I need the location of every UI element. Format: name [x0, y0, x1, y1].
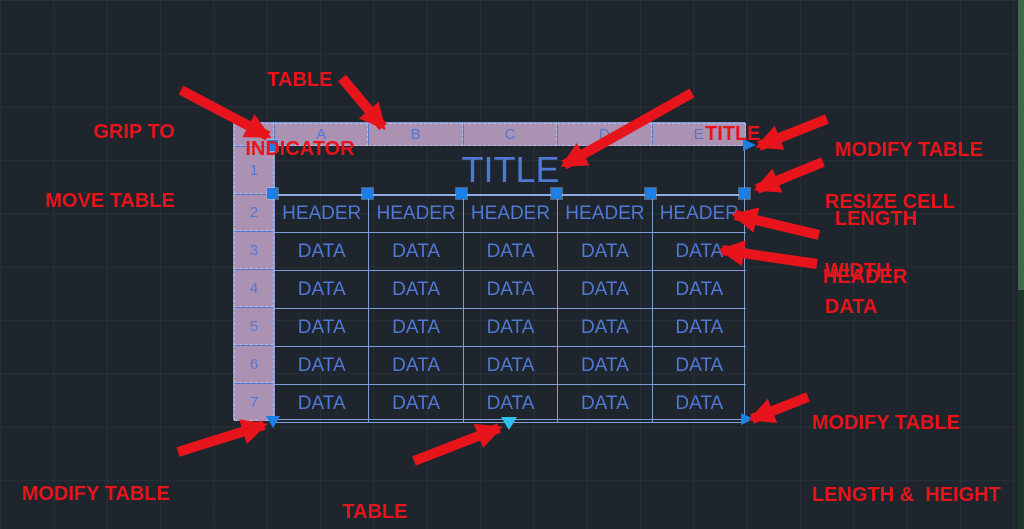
scrollbar-thumb[interactable]: [1018, 0, 1024, 290]
column-boundary-grip[interactable]: [551, 188, 562, 199]
row-number[interactable]: 4: [234, 269, 274, 307]
data-cell[interactable]: DATA: [651, 271, 746, 309]
data-cell[interactable]: DATA: [368, 233, 463, 271]
column-boundary-grip[interactable]: [645, 188, 656, 199]
annotation-grip-to-move-table: GRIP TO MOVE TABLE: [45, 121, 175, 212]
modify-length-height-grip[interactable]: [741, 413, 754, 425]
annotation-header: HEADER: [823, 266, 908, 288]
modify-table-length-grip[interactable]: [743, 139, 756, 151]
data-cell[interactable]: DATA: [557, 347, 652, 385]
row-number[interactable]: 5: [234, 307, 274, 345]
move-table-grip[interactable]: [267, 140, 278, 151]
row-number[interactable]: 6: [234, 345, 274, 383]
annotation-modify-length-height: MODIFY TABLE LENGTH & HEIGHT AT SAME TIM…: [812, 412, 1001, 506]
header-cell[interactable]: HEADER: [651, 196, 746, 233]
data-cell[interactable]: DATA: [274, 271, 369, 309]
annotation-resize-cell-width: RESIZE CELL WIDTH: [825, 191, 956, 282]
data-cell[interactable]: DATA: [557, 309, 652, 347]
table-break-grip[interactable]: [501, 417, 517, 430]
arrow-resize-width: [753, 157, 825, 194]
header-cell[interactable]: HEADER: [274, 196, 369, 233]
header-cell[interactable]: HEADER: [557, 196, 652, 233]
arrow-table-break: [412, 423, 503, 466]
arrow-header: [731, 207, 821, 240]
column-letter[interactable]: D: [557, 123, 652, 146]
annotation-title: TITLE: [705, 123, 761, 145]
annotation-data: DATA: [825, 296, 878, 318]
resize-cell-width-grip[interactable]: [739, 188, 750, 199]
arrow-length-height: [748, 392, 810, 424]
header-cell[interactable]: HEADER: [462, 196, 558, 233]
data-cell[interactable]: DATA: [274, 385, 369, 423]
data-cell[interactable]: DATA: [274, 347, 369, 385]
column-boundary-grip[interactable]: [267, 188, 278, 199]
row-number[interactable]: 1: [234, 146, 274, 194]
column-boundary-grip[interactable]: [456, 188, 467, 199]
data-cell[interactable]: DATA: [651, 309, 746, 347]
data-cell[interactable]: DATA: [462, 347, 558, 385]
column-letter[interactable]: B: [368, 123, 463, 146]
scrollbar-track[interactable]: [1018, 0, 1024, 529]
data-cell[interactable]: DATA: [368, 347, 463, 385]
data-cell[interactable]: DATA: [462, 309, 558, 347]
annotation-modify-table-length: MODIFY TABLE LENGTH: [835, 139, 984, 230]
modify-table-height-grip[interactable]: [266, 416, 280, 428]
data-cell[interactable]: DATA: [651, 385, 746, 423]
data-cell[interactable]: DATA: [557, 233, 652, 271]
annotation-table-indicator: TABLE INDICATOR: [245, 69, 355, 160]
data-cell[interactable]: DATA: [462, 233, 558, 271]
row-number[interactable]: 7: [234, 383, 274, 421]
table-title-cell[interactable]: TITLE: [274, 146, 746, 194]
column-boundary-grip[interactable]: [362, 188, 373, 199]
header-cell[interactable]: HEADER: [368, 196, 463, 233]
data-cell[interactable]: DATA: [274, 233, 369, 271]
data-cell[interactable]: DATA: [368, 385, 463, 423]
data-cell[interactable]: DATA: [462, 271, 558, 309]
data-cell[interactable]: DATA: [368, 309, 463, 347]
data-cell[interactable]: DATA: [368, 271, 463, 309]
column-letter[interactable]: C: [462, 123, 558, 146]
arrow-modify-length: [755, 114, 829, 151]
row-number[interactable]: 2: [234, 194, 274, 231]
data-cell[interactable]: DATA: [651, 233, 746, 271]
annotation-table-break: TABLE BREAK: [342, 501, 408, 523]
data-cell[interactable]: DATA: [651, 347, 746, 385]
data-cell[interactable]: DATA: [557, 385, 652, 423]
annotation-modify-table-height: MODIFY TABLE HEIGHT: [21, 483, 170, 505]
data-cell[interactable]: DATA: [557, 271, 652, 309]
arrow-modify-height: [176, 419, 268, 457]
data-cell[interactable]: DATA: [274, 309, 369, 347]
row-number[interactable]: 3: [234, 231, 274, 269]
